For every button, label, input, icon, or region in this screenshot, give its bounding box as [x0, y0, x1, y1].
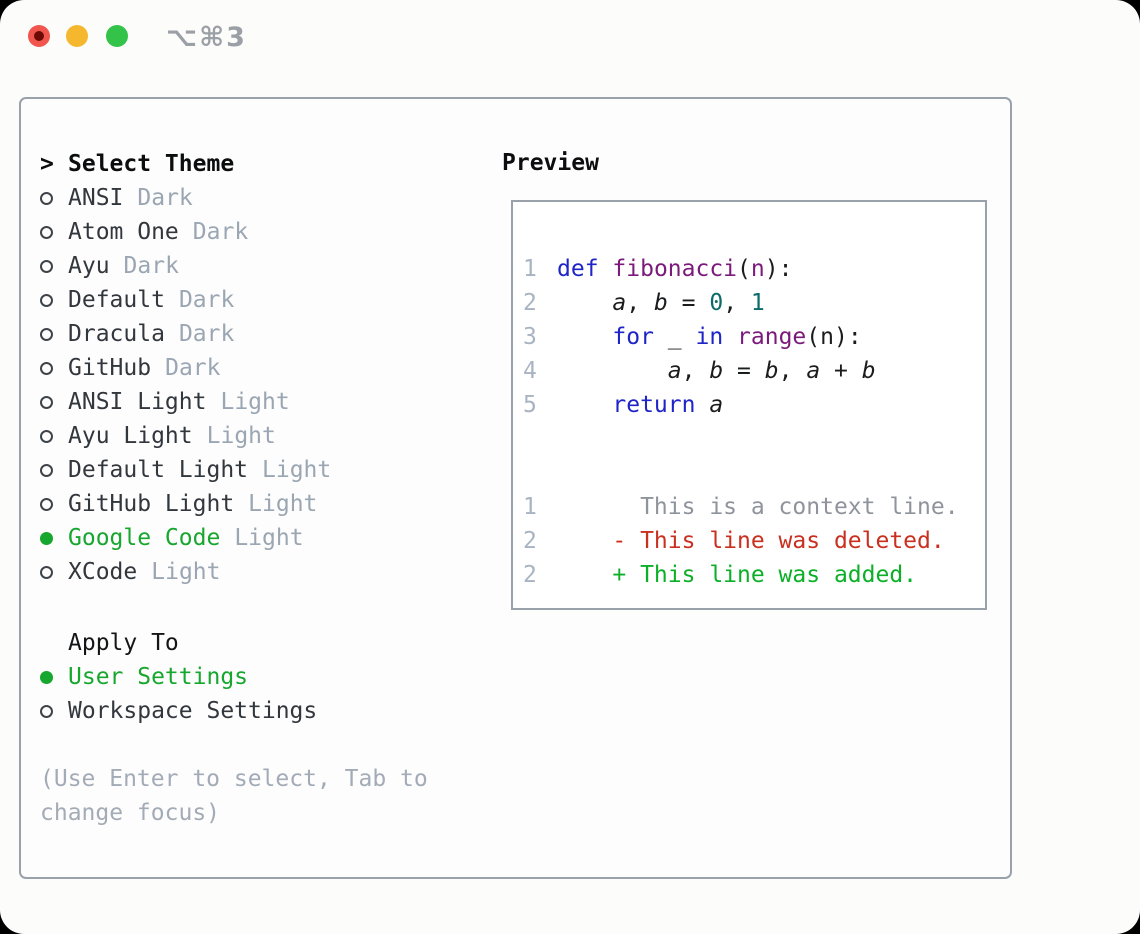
line-number: 2 — [523, 290, 537, 316]
theme-item-github[interactable]: GitHub Dark — [40, 351, 480, 385]
theme-item-xcode[interactable]: XCode Light — [40, 555, 480, 589]
theme-variant-label: Light — [151, 559, 221, 585]
radio-icon — [40, 259, 68, 273]
theme-item-default[interactable]: Default Dark — [40, 283, 480, 317]
radio-icon — [40, 395, 68, 409]
radio-icon — [40, 704, 68, 718]
diff-added: 2 + This line was added. — [523, 558, 985, 592]
line-content: + This line was added. — [557, 562, 918, 588]
theme-item-label: Ayu — [68, 253, 110, 279]
line-content: a, b = b, a + b — [667, 358, 876, 384]
line-content: for _ in range(n): — [612, 324, 862, 350]
diff-deleted: 2 - This line was deleted. — [523, 524, 985, 558]
line-content: return a — [612, 392, 724, 418]
theme-item-label: Default Light — [68, 457, 249, 483]
theme-item-atom-one[interactable]: Atom One Dark — [40, 215, 480, 249]
code-line: 1 def fibonacci(n): — [523, 252, 985, 286]
theme-item-label: GitHub — [68, 355, 152, 381]
theme-variant-label: Dark — [178, 287, 235, 313]
theme-variant-label: Dark — [178, 321, 235, 347]
minimize-button-icon[interactable] — [66, 25, 88, 47]
close-dot-icon — [34, 31, 44, 41]
line-number: 5 — [523, 392, 537, 418]
theme-item-github-light[interactable]: GitHub Light Light — [40, 487, 480, 521]
code-line: 2 a, b = 0, 1 — [523, 286, 985, 320]
line-content: - This line was deleted. — [557, 528, 945, 554]
theme-variant-label: Light — [206, 423, 276, 449]
code-diff-gap — [523, 422, 985, 490]
diff-context: 1 This is a context line. — [523, 490, 985, 524]
radio-icon — [40, 361, 68, 375]
line-number: 1 — [523, 494, 537, 520]
line-number: 4 — [523, 358, 537, 384]
line-content: This is a context line. — [557, 494, 959, 520]
radio-icon — [40, 225, 68, 239]
theme-variant-label: Light — [234, 525, 304, 551]
theme-variant-label: Light — [248, 491, 318, 517]
titlebar: ⌥⌘3 — [0, 0, 1140, 72]
window-shortcut-label: ⌥⌘3 — [166, 22, 247, 53]
theme-item-label: ANSI — [68, 185, 124, 211]
theme-item-label: XCode — [68, 559, 138, 585]
apply-to-title: Apply To — [68, 630, 179, 656]
theme-variant-label: Dark — [123, 253, 179, 279]
radio-icon — [40, 497, 68, 511]
radio-icon — [40, 293, 68, 307]
select-theme-header: > Select Theme — [40, 147, 480, 181]
theme-item-dracula[interactable]: Dracula Dark — [40, 317, 480, 351]
apply-option-workspace-settings[interactable]: Workspace Settings — [40, 694, 480, 728]
line-content: a, b = 0, 1 — [612, 290, 765, 316]
radio-selected-icon — [40, 670, 68, 684]
theme-item-label: ANSI Light — [68, 389, 207, 415]
close-button-icon[interactable] — [28, 25, 50, 47]
theme-variant-label: Dark — [137, 185, 193, 211]
theme-item-default-light[interactable]: Default Light Light — [40, 453, 480, 487]
theme-item-ayu-light[interactable]: Ayu Light Light — [40, 419, 480, 453]
prompt-marker: > — [40, 151, 54, 177]
theme-variant-label: Light — [262, 457, 332, 483]
preview-title: Preview — [502, 150, 599, 176]
theme-item-google-code[interactable]: Google Code Light — [40, 521, 480, 555]
code-line: 5 return a — [523, 388, 985, 422]
theme-variant-label: Dark — [192, 219, 249, 245]
theme-item-label: Default — [68, 287, 165, 313]
theme-item-label: Atom One — [68, 219, 179, 245]
radio-icon — [40, 463, 68, 477]
zoom-button-icon[interactable] — [106, 25, 128, 47]
line-number: 1 — [523, 256, 537, 282]
apply-option-user-settings[interactable]: User Settings — [40, 660, 480, 694]
radio-icon — [40, 327, 68, 341]
theme-item-label: Dracula — [68, 321, 165, 347]
line-number: 2 — [523, 528, 537, 554]
radio-icon — [40, 191, 68, 205]
radio-selected-icon — [40, 531, 68, 545]
theme-item-label: Google Code — [68, 525, 221, 551]
line-number: 2 — [523, 562, 537, 588]
theme-variant-label: Dark — [165, 355, 221, 381]
code-line: 3 for _ in range(n): — [523, 320, 985, 354]
radio-icon — [40, 429, 68, 443]
theme-item-label: GitHub Light — [68, 491, 235, 517]
apply-option-label: User Settings — [68, 664, 249, 690]
keyboard-hint: (Use Enter to select, Tab to change focu… — [40, 766, 428, 826]
theme-item-label: Ayu Light — [68, 423, 193, 449]
theme-item-ansi[interactable]: ANSI Dark — [40, 181, 480, 215]
apply-option-label: Workspace Settings — [68, 698, 318, 724]
theme-variant-label: Light — [220, 389, 290, 415]
line-content: def fibonacci(n): — [557, 256, 793, 282]
select-theme-title: Select Theme — [68, 151, 235, 177]
line-number: 3 — [523, 324, 537, 350]
theme-item-ayu[interactable]: Ayu Dark — [40, 249, 480, 283]
diff-preview: 1 This is a context line.2 - This line w… — [523, 490, 985, 592]
radio-icon — [40, 565, 68, 579]
theme-item-ansi-light[interactable]: ANSI Light Light — [40, 385, 480, 419]
code-line: 4 a, b = b, a + b — [523, 354, 985, 388]
